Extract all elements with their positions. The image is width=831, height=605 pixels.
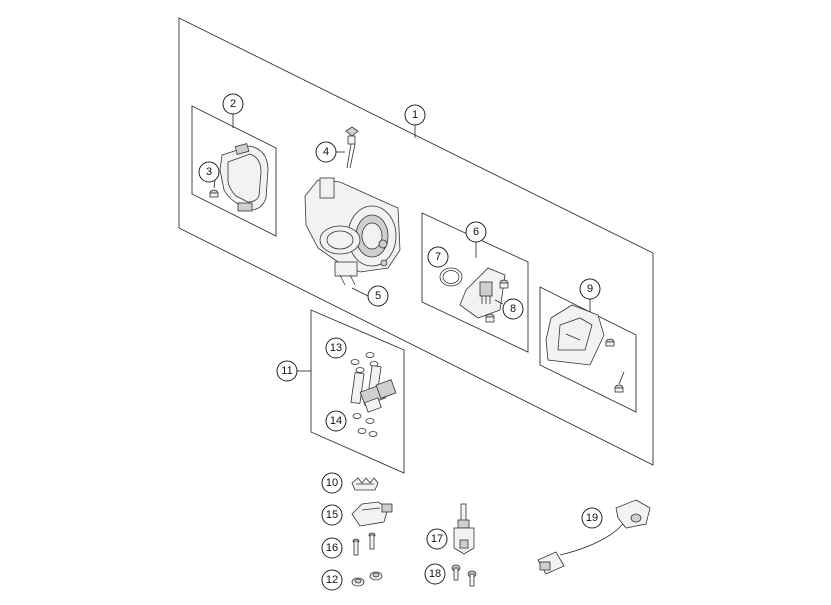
callout-12: 12 <box>321 569 343 591</box>
callout-13: 13 <box>325 337 347 359</box>
callout-circle <box>198 161 220 183</box>
callout-label: 2 <box>230 98 236 110</box>
callout-label: 17 <box>431 533 443 545</box>
callout-circle <box>276 360 298 382</box>
callout-circle <box>325 337 347 359</box>
callout-label: 5 <box>375 290 381 302</box>
bolts-part-16 <box>352 532 376 556</box>
callout-5: 5 <box>367 285 389 307</box>
callout-label: 8 <box>510 303 516 315</box>
gasket-part <box>219 143 269 212</box>
callout-circle <box>427 246 449 268</box>
callout-label: 6 <box>473 226 479 238</box>
hose-connector-part <box>351 501 393 527</box>
callout-1: 1 <box>404 104 426 126</box>
callout-18: 18 <box>424 563 446 585</box>
callout-circle <box>315 141 337 163</box>
assembly-frame-1 <box>178 17 654 466</box>
callout-label: 7 <box>435 251 441 263</box>
callout-14: 14 <box>325 410 347 432</box>
callout-11: 11 <box>276 360 298 382</box>
callout-label: 11 <box>281 365 292 377</box>
callout-7: 7 <box>427 246 449 268</box>
callout-8: 8 <box>502 298 524 320</box>
callout-label: 13 <box>330 342 342 354</box>
callout-label: 16 <box>326 542 338 554</box>
callout-circle <box>579 278 601 300</box>
callout-2: 2 <box>222 93 244 115</box>
callout-label: 9 <box>587 283 593 295</box>
idle-valve-part <box>345 126 359 169</box>
screw-part-3a <box>209 189 219 198</box>
sensor-part-6 <box>459 267 506 319</box>
sensor-cable-part <box>537 499 651 575</box>
callout-9: 9 <box>579 278 601 300</box>
callout-circle <box>404 104 426 126</box>
callout-circle <box>321 472 343 494</box>
throttle-body-part <box>304 177 401 286</box>
callout-circle <box>581 507 603 529</box>
callout-circle <box>502 298 524 320</box>
fuel-injectors-part <box>350 365 397 413</box>
callout-circle <box>426 528 448 550</box>
callout-3: 3 <box>198 161 220 183</box>
callout-circle <box>321 504 343 526</box>
temperature-sensor-part <box>453 503 475 555</box>
callout-circle <box>222 93 244 115</box>
screws-part-18 <box>451 564 477 587</box>
callout-6: 6 <box>465 221 487 243</box>
subframe-injectors <box>310 309 405 474</box>
callout-circle <box>424 563 446 585</box>
callout-circle <box>367 285 389 307</box>
callout-label: 1 <box>412 109 418 121</box>
callout-circle <box>321 537 343 559</box>
nuts-part-12 <box>351 571 383 587</box>
callout-16: 16 <box>321 537 343 559</box>
subframe-gasket <box>191 105 277 237</box>
callout-circle <box>321 569 343 591</box>
subframe-sensor-9 <box>539 286 637 413</box>
callout-17: 17 <box>426 528 448 550</box>
callout-label: 12 <box>326 574 338 586</box>
callout-circle <box>325 410 347 432</box>
o-ring-part <box>439 267 463 287</box>
callout-10: 10 <box>321 472 343 494</box>
callout-4: 4 <box>315 141 337 163</box>
seal-rings-14 <box>352 413 378 437</box>
callout-label: 19 <box>586 512 598 524</box>
callout-15: 15 <box>321 504 343 526</box>
callout-label: 4 <box>323 146 329 158</box>
callout-label: 3 <box>206 166 212 178</box>
callout-label: 15 <box>326 509 338 521</box>
screw-part-8 <box>485 279 509 323</box>
callout-19: 19 <box>581 507 603 529</box>
clips-part-10 <box>351 477 379 491</box>
callout-label: 14 <box>330 415 342 427</box>
callout-label: 18 <box>429 568 441 580</box>
subframe-sensor-6 <box>421 212 529 353</box>
callout-circle <box>465 221 487 243</box>
screw-part-3b <box>605 338 624 393</box>
callout-label: 10 <box>326 477 338 489</box>
sensor-housing-part <box>545 304 605 366</box>
